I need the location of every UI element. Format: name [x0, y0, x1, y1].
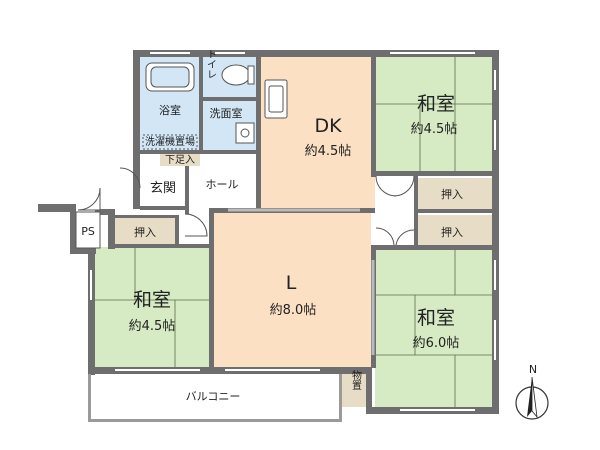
label-closet-e2: 押入 [441, 225, 463, 239]
room-living [213, 212, 371, 367]
room-washitsu-sw [95, 247, 213, 367]
room-name-washitsu-se: 和室 [417, 307, 455, 329]
label-balcony: バルコニー [186, 390, 241, 403]
label-bath: 浴室 [159, 103, 181, 117]
sliding-doors [228, 208, 375, 355]
label-storage: 物置 [350, 369, 362, 390]
toilet-bowl [221, 64, 251, 86]
laundry-pan [142, 134, 198, 150]
compass-letter: N [529, 363, 537, 376]
label-shoe: 下足入 [165, 154, 195, 166]
labels: 和室 約4.5帖 DK 約4.5帖 L 約8.0帖 和室 約4.5帖 和室 約6… [81, 49, 463, 403]
room-entrance [140, 166, 185, 206]
room-name-washitsu-ne: 和室 [417, 93, 455, 115]
tatami-lines [95, 57, 492, 407]
ps-box [75, 211, 101, 249]
room-name-washitsu-sw: 和室 [133, 289, 171, 311]
label-laundry: 洗濯機置場 [145, 135, 195, 148]
label-hall: ホール [206, 178, 239, 191]
room-name-living: L [286, 272, 297, 294]
room-washitsu-ne [375, 57, 492, 171]
shoe-cabinet [160, 152, 200, 166]
label-closet-e1: 押入 [441, 187, 463, 201]
room-name-dk: DK [314, 115, 342, 137]
storage-room [342, 372, 368, 407]
room-fills [95, 57, 492, 407]
label-closet-nw: 押入 [134, 225, 156, 239]
room-size-dk: 約4.5帖 [305, 144, 352, 159]
room-size-washitsu-se: 約6.0帖 [413, 336, 460, 351]
closet-e2 [418, 215, 492, 247]
label-entrance: 玄関 [150, 181, 176, 196]
room-washitsu-se [375, 247, 492, 407]
windows [90, 52, 496, 411]
label-washroom: 洗面室 [210, 106, 243, 120]
compass: N [515, 363, 549, 420]
room-size-living: 約8.0帖 [270, 303, 317, 318]
door-swings [77, 167, 415, 246]
closet-nw [115, 218, 175, 245]
label-ps: PS [81, 225, 95, 238]
room-dk-ext [260, 174, 375, 212]
room-size-washitsu-ne: 約4.5帖 [411, 122, 458, 137]
room-size-washitsu-sw: 約4.5帖 [129, 319, 176, 334]
closet-e1 [418, 178, 492, 210]
label-toilet: トイレ [205, 49, 217, 79]
fixtures [75, 62, 288, 249]
